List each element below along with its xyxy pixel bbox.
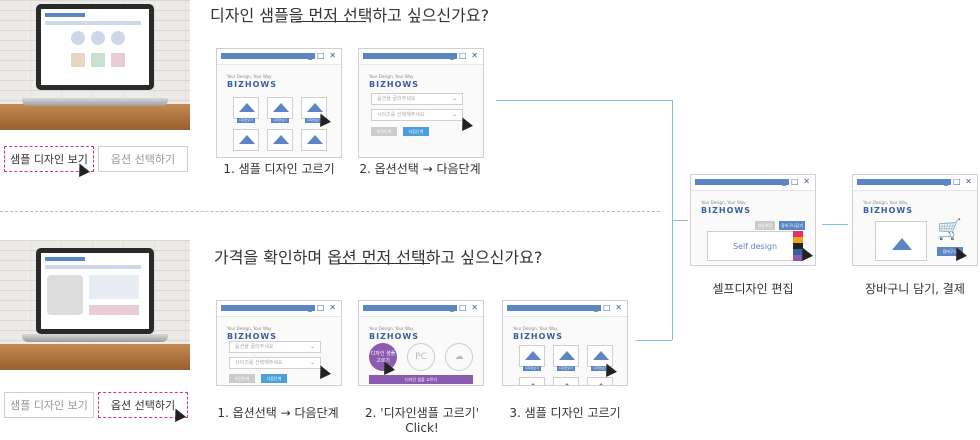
page-title-top: 디자인 샘플을 먼저 선택하고 싶으신가요? [210,6,490,25]
autosave-tab[interactable]: 자동저장 [755,221,775,230]
sample-design-button-top[interactable]: 샘플 디자인 보기 [4,146,94,172]
option-select-button-top[interactable]: 옵션 선택하기 [98,146,188,172]
option-select-button-bottom[interactable]: 옵션 선택하기 [98,392,188,418]
next-button[interactable]: 다음단계 [261,374,287,383]
connector-line [636,340,672,341]
step-caption: 3. 샘플 디자인 고르기 [509,406,621,420]
pc-icon: PC [407,343,435,371]
connector-line [496,100,672,101]
window-controls[interactable]: _ □ ✕ [944,177,973,186]
add-cart-tab[interactable]: 장바구니담기 [779,221,805,230]
window-controls[interactable]: _ □ ✕ [450,51,479,60]
design-canvas[interactable]: Self design [707,231,803,261]
connector-line [672,220,688,221]
step-caption: 2. 옵션선택 → 다음단계 [359,162,481,176]
option-select[interactable]: 옵션을 골라주세요⌄ [229,341,321,353]
prev-button[interactable]: 이전단계 [371,127,397,136]
size-select[interactable]: 사이즈를 선택해주세요⌄ [229,357,321,369]
product-preview [875,221,927,261]
step-caption: 1. 옵션선택 → 다음단계 [217,406,339,420]
window-controls[interactable]: _ □ ✕ [782,177,811,186]
button-label: 샘플 디자인 보기 [10,399,88,412]
laptop-photo-bottom [0,240,190,370]
heading-underline [296,21,366,22]
window-controls[interactable]: _ □ ✕ [594,303,623,312]
size-select[interactable]: 사이즈를 선택해주세요⌄ [371,109,463,121]
cloud-icon: ☁ [445,343,473,371]
design-sample-circle[interactable]: 디자인 샘플 고르기 [369,343,397,371]
connector-line [822,224,848,225]
option-select[interactable]: 옵션을 골라주세요⌄ [371,93,463,105]
section-divider [0,211,660,212]
button-label: 샘플 디자인 보기 [10,153,88,166]
prev-button[interactable]: 이전단계 [229,374,255,383]
cart-icon: 🛒 [937,217,962,241]
window-controls[interactable]: _ □ ✕ [308,51,337,60]
design-sample-bar[interactable]: 디자인 샘플 고르기 [369,375,473,384]
window-controls[interactable]: _ □ ✕ [308,303,337,312]
color-palette[interactable] [793,231,803,261]
next-button[interactable]: 다음단계 [403,127,429,136]
step-caption-self-design: 셀프디자인 편집 [712,282,794,296]
button-label: 옵션 선택하기 [110,399,176,412]
sample-design-button-bottom[interactable]: 샘플 디자인 보기 [4,392,94,418]
cart-button[interactable]: 장바구니 [937,247,963,256]
step-caption-cart: 장바구니 담기, 결제 [865,282,965,296]
laptop-photo-top [0,0,190,130]
step-caption: 2. '디자인샘플 고르기'Click! [365,406,479,435]
page-title-bottom: 가격을 확인하며 옵션 먼저 선택하고 싶으신가요? [214,248,543,267]
window-controls[interactable]: _ □ ✕ [450,303,479,312]
step-caption: 1. 샘플 디자인 고르기 [223,162,335,176]
button-label: 옵션 선택하기 [110,153,176,166]
heading-underline [338,263,430,264]
